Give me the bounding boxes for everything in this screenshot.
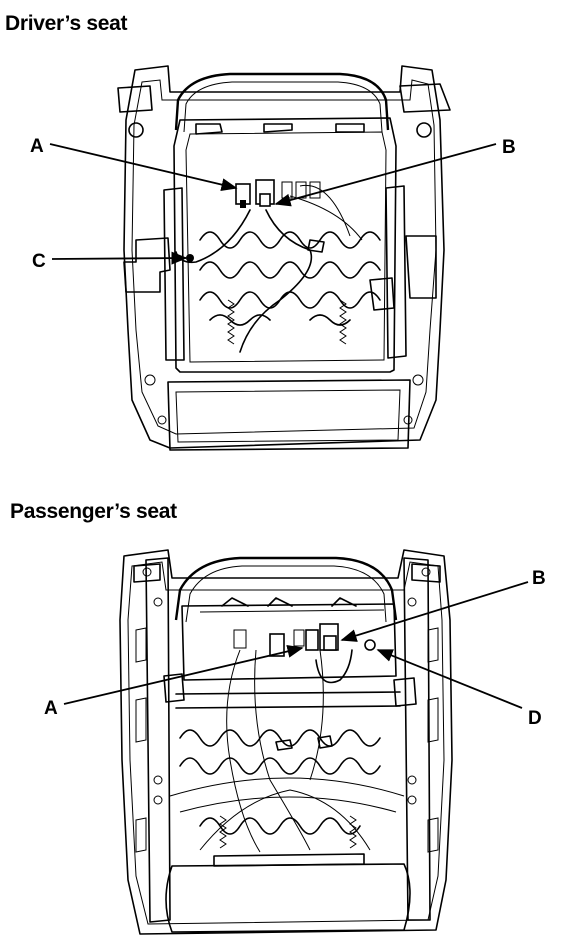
passenger-callout-d: D bbox=[528, 708, 542, 729]
driver-callout-b: B bbox=[502, 137, 516, 158]
driver-connector-a bbox=[235, 183, 251, 208]
passenger-callout-b: B bbox=[532, 568, 546, 589]
passenger-seat-frame bbox=[119, 549, 453, 935]
passenger-connector-d bbox=[364, 639, 376, 651]
passenger-leader-b bbox=[340, 581, 529, 642]
driver-leader-b bbox=[274, 143, 497, 207]
driver-leader-a bbox=[49, 143, 238, 191]
passenger-leader-d bbox=[376, 649, 523, 709]
driver-connector-b bbox=[255, 179, 275, 207]
passenger-connector-b bbox=[319, 623, 339, 651]
passenger-callout-a: A bbox=[44, 698, 58, 719]
passenger-connector-a bbox=[269, 629, 319, 657]
driver-seat-title: Driver’s seat bbox=[5, 12, 128, 35]
passenger-leader-a bbox=[63, 645, 304, 705]
driver-callout-c: C bbox=[32, 251, 46, 272]
driver-seat-frame bbox=[117, 65, 451, 451]
driver-connector-c bbox=[186, 254, 194, 262]
driver-callout-a: A bbox=[30, 136, 44, 157]
passenger-seat-title: Passenger’s seat bbox=[10, 500, 177, 523]
driver-leader-c bbox=[51, 251, 188, 265]
